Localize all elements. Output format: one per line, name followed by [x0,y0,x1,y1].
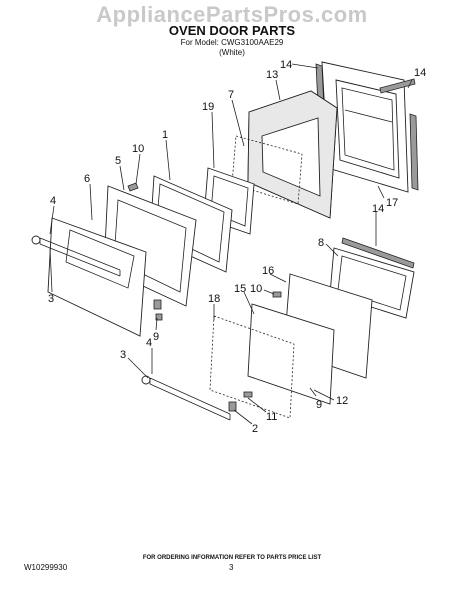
watermark-logo: AppliancePartsPros.com [96,2,368,27]
callout-4a: 4 [50,195,56,207]
callout-14b: 14 [414,67,426,79]
callout-9a: 9 [153,331,159,343]
leader-lines [49,63,413,425]
ordering-note: FOR ORDERING INFORMATION REFER TO PARTS … [142,555,322,561]
callout-5: 5 [115,155,121,167]
color-line: (White) [219,48,245,57]
document-number: W10299930 [24,563,68,572]
callout-3b: 3 [120,349,126,361]
callout-18: 18 [208,293,220,305]
callout-numbers: 14 14 13 7 19 1 10 5 6 4 3 9 17 14 8 16 … [48,59,426,435]
callout-17: 17 [386,197,398,209]
part-18-glass [209,315,295,419]
part-7-glass [231,135,303,205]
part-4-handle-bottom [141,375,231,421]
part-15-panel [247,303,335,405]
callout-1: 1 [162,129,168,141]
part-6-outer-panel [47,217,147,337]
callout-4b: 4 [146,337,152,349]
part-13-door-frame [247,90,338,219]
model-line: For Model: CWG3100AAE29 [180,38,284,47]
page-number: 3 [229,563,234,572]
callout-2: 2 [252,423,258,435]
callout-8: 8 [318,237,324,249]
callout-13: 13 [266,69,278,81]
callout-16: 16 [262,265,274,277]
page-title: OVEN DOOR PARTS [168,23,296,38]
callout-14a: 14 [280,59,292,71]
callout-15: 15 [234,283,246,295]
callout-10a: 10 [132,143,144,155]
callout-7: 7 [228,89,234,101]
callout-3a: 3 [48,293,54,305]
part-17-inner-panel [321,61,409,193]
part-4-handle-top [31,235,121,277]
callout-14c: 14 [372,203,384,215]
callout-12: 12 [336,395,348,407]
callout-6: 6 [84,173,90,185]
callout-19: 19 [202,101,214,113]
callout-10b: 10 [250,283,262,295]
callout-11: 11 [266,411,277,423]
callout-9b: 9 [316,399,322,411]
